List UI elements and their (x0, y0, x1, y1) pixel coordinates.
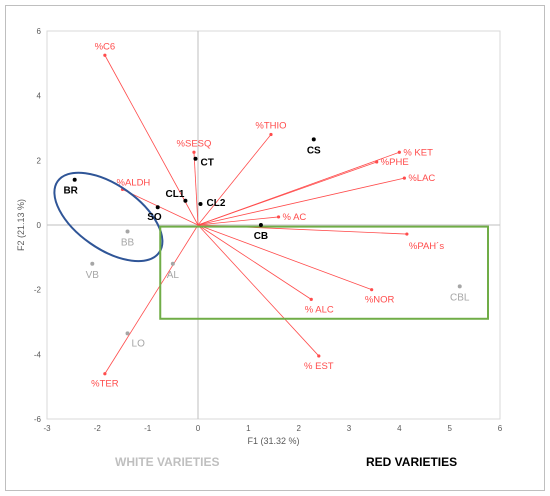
y-tick-label: 2 (37, 156, 42, 165)
sample-label: VB (86, 270, 100, 281)
x-tick-label: 4 (397, 424, 402, 433)
variable-label: % EST (304, 361, 334, 372)
variable-label: %ALDH (117, 177, 151, 188)
legend-red-varieties: RED VARIETIES (366, 455, 458, 469)
vector-line (104, 224, 199, 374)
y-tick-label: -4 (34, 350, 42, 359)
variable-label: %NOR (365, 295, 395, 306)
y-tick-label: 0 (37, 221, 42, 230)
x-tick-label: 0 (196, 424, 201, 433)
x-tick-label: -2 (94, 424, 102, 433)
sample-label: BB (121, 237, 135, 248)
sample-point (193, 156, 198, 161)
group-shapes (53, 171, 489, 320)
sample-label: CB (254, 231, 268, 242)
y-tick-label: 4 (37, 92, 42, 101)
variable-label: % AC (283, 212, 307, 223)
vector-line (197, 216, 279, 226)
y-tick-label: -2 (34, 286, 42, 295)
sample-label: BR (63, 186, 78, 197)
sample-label: LO (132, 338, 146, 349)
sample-point (311, 137, 316, 142)
sample-point (155, 205, 160, 210)
vector-line (197, 224, 372, 291)
vector-tip (405, 232, 409, 236)
vector-tip (103, 53, 107, 57)
vector-line (193, 152, 199, 226)
x-tick-label: 5 (447, 424, 452, 433)
vector-tip (370, 288, 374, 292)
x-tick-label: -3 (43, 424, 51, 433)
axes: -3 -2 -1 0 1 2 3 4 5 6 -6 -4 -2 0 2 4 6 (34, 27, 503, 433)
vector-line (197, 224, 312, 300)
sample-point (457, 284, 462, 289)
variable-label: %TER (91, 379, 119, 390)
vector-tip (317, 354, 321, 358)
vector-line (122, 189, 199, 226)
vector-tip (269, 132, 273, 137)
vector-tip (192, 150, 196, 154)
vector-tip (309, 297, 313, 301)
y-tick-label: -6 (34, 415, 42, 424)
sample-point (90, 261, 95, 266)
sample-label: CL2 (207, 198, 226, 209)
ellipse-outline (53, 171, 164, 263)
sample-point (198, 201, 203, 206)
vector-line (197, 161, 377, 226)
sample-label: CS (307, 145, 321, 156)
vector-line (104, 55, 199, 226)
variable-label: %LAC (408, 173, 435, 184)
x-tick-label: 1 (246, 424, 251, 433)
legend-white-varieties: WHITE VARIETIES (115, 455, 220, 469)
box-outline (159, 225, 489, 320)
chart-frame (5, 5, 545, 491)
vector-line (197, 224, 320, 357)
sample-point (125, 331, 130, 336)
vector-tip (397, 150, 401, 154)
vector-line (197, 177, 405, 226)
sample-point (125, 229, 130, 234)
variable-label: %SESQ (177, 138, 212, 149)
vector-tip (103, 372, 107, 376)
sample-label: CL1 (166, 189, 185, 200)
variable-label: % KET (403, 147, 433, 158)
sample-point (183, 198, 188, 203)
x-tick-label: 3 (347, 424, 352, 433)
x-tick-label: 2 (296, 424, 301, 433)
sample-label: SO (147, 212, 162, 223)
sample-label: AL (167, 270, 180, 281)
variable-label: %C6 (95, 41, 116, 52)
x-tick-label: 6 (498, 424, 503, 433)
sample-point (72, 177, 77, 182)
sample-label: CT (200, 158, 213, 169)
y-axis-label: F2 (21.13 %) (16, 199, 26, 251)
variable-label: % ALC (305, 304, 334, 315)
x-tick-label: -1 (144, 424, 152, 433)
vector-line (197, 134, 272, 226)
variable-label: %THIO (255, 120, 286, 131)
vector-tip (276, 215, 281, 219)
vector-tip (375, 160, 379, 164)
sample-point (170, 261, 175, 266)
y-tick-label: 6 (37, 27, 42, 36)
variable-label: %PAH´s (409, 241, 444, 252)
vector-tip (402, 176, 406, 180)
sample-label: CBL (450, 292, 470, 303)
x-axis-label: F1 (31.32 %) (247, 436, 299, 446)
sample-point (258, 223, 263, 227)
variable-label: %PHE (381, 157, 409, 168)
